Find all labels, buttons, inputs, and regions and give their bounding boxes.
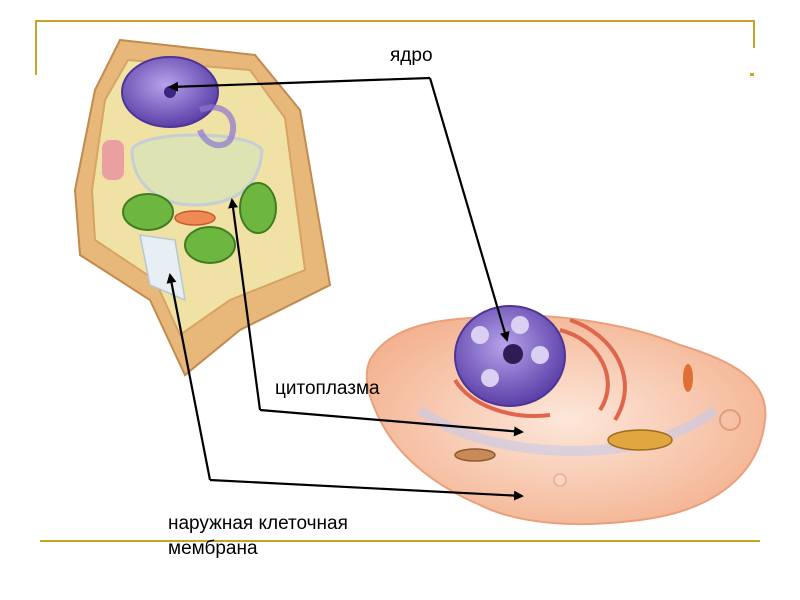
label-membrane-line2: мембрана: [168, 538, 258, 559]
label-cytoplasm: цитоплазма: [275, 378, 380, 399]
animal-cell-illustration: [365, 305, 767, 526]
plant-chloroplast: [122, 193, 174, 231]
arrow-nucleus-animal: [428, 77, 510, 342]
pointer-arrows: [166, 76, 524, 501]
animal-er: [559, 328, 610, 412]
animal-nucleolus: [503, 344, 523, 364]
animal-mitochondrion: [607, 429, 673, 451]
arrow-membrane-plant: [166, 273, 212, 481]
frame-left-rule: [35, 20, 37, 75]
arrow-nucleus-plant: [168, 76, 431, 92]
animal-cytoplasm-texture: [417, 405, 719, 456]
frame-dot: [750, 73, 754, 76]
label-membrane-line1: наружная клеточная: [168, 513, 348, 534]
plant-cell-illustration: [73, 38, 332, 377]
plant-er: [197, 104, 237, 149]
arrow-cytoplasm-plant: [228, 198, 262, 411]
plant-chloroplast: [239, 182, 277, 234]
arrow-membrane-animal: [209, 478, 524, 501]
frame-top-rule: [35, 20, 755, 22]
arrow-cytoplasm-animal: [259, 408, 524, 437]
plant-mitochondrion: [174, 210, 216, 226]
animal-mitochondrion: [683, 364, 693, 392]
plant-golgi: [102, 140, 124, 180]
plant-chloroplast: [184, 226, 236, 264]
frame-right-rule: [753, 20, 755, 48]
label-nucleus: ядро: [390, 45, 433, 66]
animal-mitochondrion: [454, 448, 496, 462]
frame-bottom-rule: [40, 540, 760, 542]
